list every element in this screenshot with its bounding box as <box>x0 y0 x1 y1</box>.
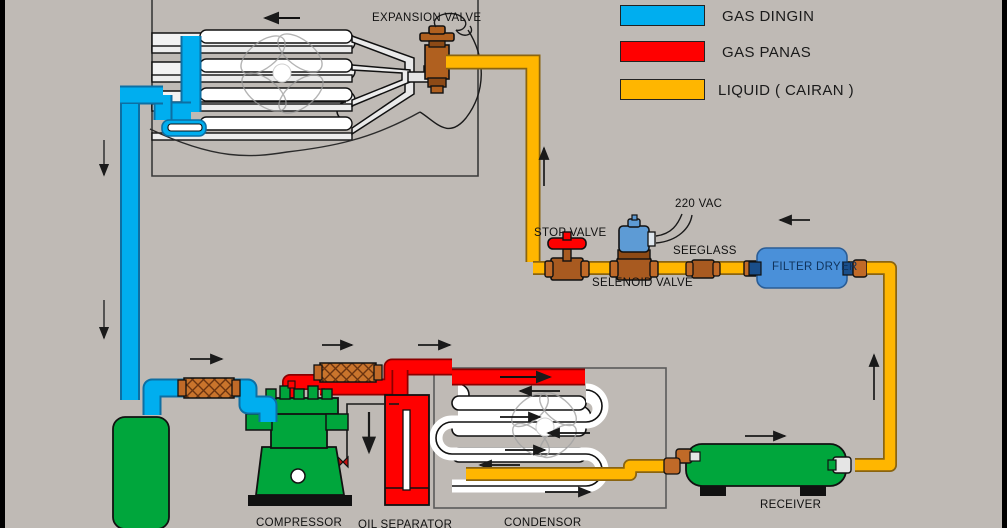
legend-label-liquid: LIQUID ( CAIRAN ) <box>718 82 854 99</box>
expansion-valve <box>419 25 459 94</box>
compressor-valve-cap <box>287 380 296 389</box>
stop-valve <box>544 231 590 281</box>
liquid-line-top <box>446 54 541 262</box>
receiver-tank <box>675 443 852 496</box>
label-selenoid-valve: SELENOID VALVE <box>592 277 693 289</box>
filter-dryer <box>748 247 868 289</box>
evaporator-fan-hub <box>272 63 292 83</box>
expansion-valve-bulb-capillary <box>419 12 482 130</box>
accumulator-tank <box>112 416 170 528</box>
label-expansion-valve: EXPANSION VALVE <box>372 12 482 24</box>
condensor-flow-arrows <box>478 385 592 498</box>
condensor-liquid-outlet <box>466 457 681 481</box>
legend-label-hot-gas: GAS PANAS <box>722 44 812 61</box>
label-220-vac: 220 VAC <box>675 198 723 210</box>
discharge-strainer <box>313 362 383 383</box>
selenoid-power-wires <box>655 213 693 244</box>
legend-swatch-cold-gas <box>620 5 705 26</box>
compressor-sight-glass <box>290 468 306 484</box>
label-stop-valve: STOP VALVE <box>534 227 607 239</box>
evaporator-coil-group <box>151 29 356 141</box>
liquid-line-right-downcomer <box>855 261 897 472</box>
label-filter-dryer: FILTER DRYER <box>772 261 858 273</box>
label-seeglass: SEEGLASS <box>673 245 737 257</box>
label-compressor: COMPRESSOR <box>256 517 343 528</box>
legend-label-cold-gas: GAS DINGIN <box>722 8 815 25</box>
legend-swatch-hot-gas <box>620 41 705 62</box>
label-condensor: CONDENSOR <box>504 517 582 528</box>
selenoid-valve <box>609 214 659 281</box>
evaporator-drain-line <box>149 111 421 157</box>
label-receiver: RECEIVER <box>760 499 822 511</box>
legend-swatch-liquid <box>620 79 705 100</box>
seeglass <box>685 259 721 279</box>
cold-gas-suction-main <box>120 36 202 400</box>
suction-line-to-compressor <box>142 378 278 422</box>
evaporator-fan-icon <box>240 33 324 114</box>
suction-strainer <box>177 377 241 399</box>
suction-u-trap <box>161 119 207 137</box>
oil-separator <box>384 394 430 506</box>
evaporator-enclosure <box>151 0 479 177</box>
label-oil-separator: OIL SEPARATOR <box>358 519 453 528</box>
